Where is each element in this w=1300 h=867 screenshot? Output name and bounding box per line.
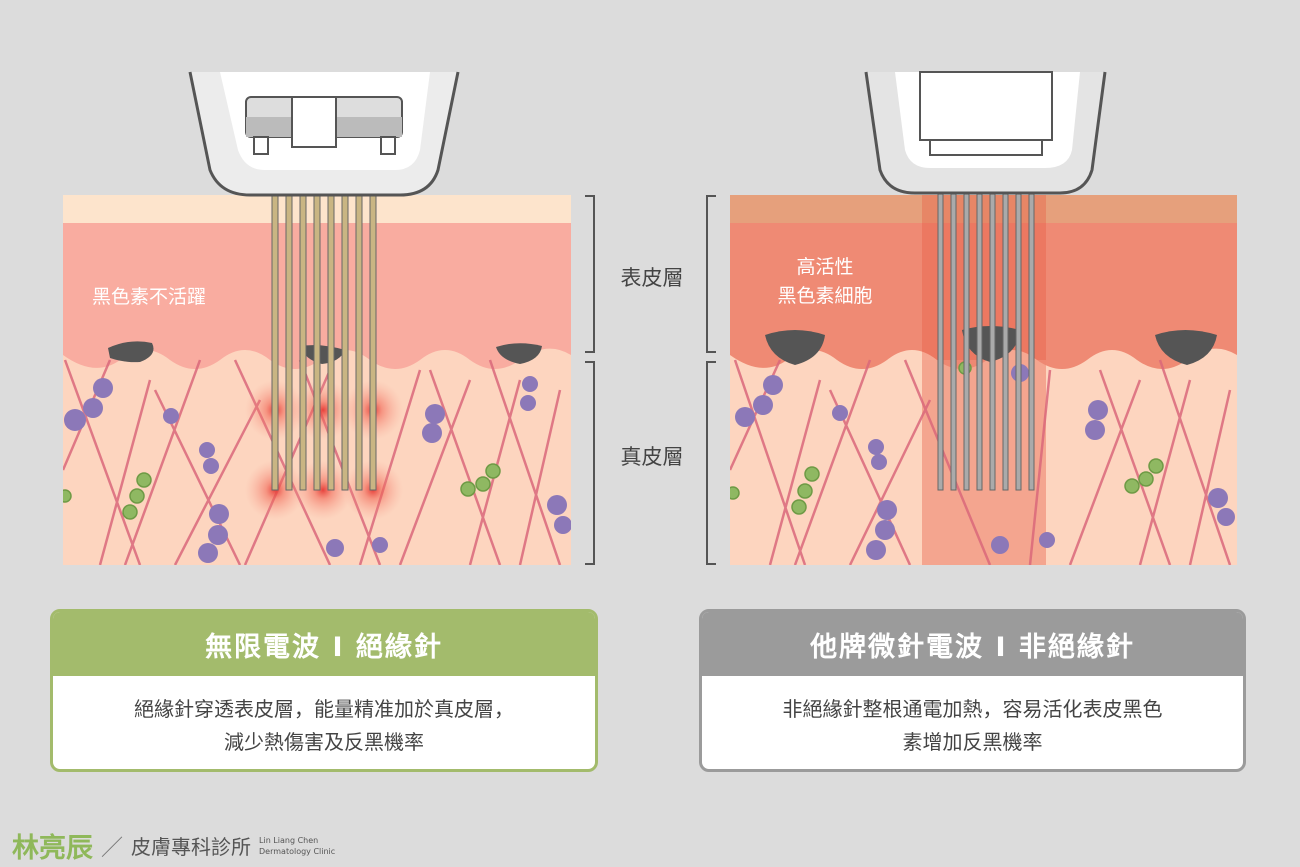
right-melanin-label-line1: 高活性 xyxy=(796,256,853,278)
clinic-logo: 林亮辰 ／ 皮膚專科診所 Lin Liang Chen Dermatology … xyxy=(12,826,335,865)
insulated-needle-title: 無限電波 I 絕緣針 xyxy=(53,612,595,676)
english-line1: Lin Liang Chen xyxy=(259,835,319,845)
left-melanin-label: 黑色素不活躍 xyxy=(92,286,206,308)
left-device-handpiece xyxy=(188,71,460,197)
doctor-name: 林亮辰 xyxy=(12,833,93,864)
insulated-needle-card: 無限電波 I 絕緣針 絕緣針穿透表皮層，能量精准加於真皮層， 減少熱傷害及反黑機… xyxy=(50,609,598,772)
english-line2: Dermatology Clinic xyxy=(259,846,336,856)
left-needles xyxy=(271,139,377,491)
clinic-name: 皮膚專科診所 xyxy=(131,835,252,859)
dermis-label: 真皮層 xyxy=(620,445,684,469)
right-device-handpiece xyxy=(864,71,1107,195)
logo-separator: ／ xyxy=(101,835,124,861)
clinic-english-name: Lin Liang Chen Dermatology Clinic xyxy=(259,835,335,857)
right-melanin-label-line2: 黑色素細胞 xyxy=(777,285,872,307)
non-insulated-needle-description: 非絕緣針整根通電加熱，容易活化表皮黑色 素增加反黑機率 xyxy=(782,696,1163,754)
insulated-needle-description: 絕緣針穿透表皮層，能量精准加於真皮層， 減少熱傷害及反黑機率 xyxy=(134,696,514,754)
green-cells xyxy=(63,463,501,520)
purple-cells xyxy=(64,376,571,563)
non-insulated-needle-title: 他牌微針電波 I 非絕緣針 xyxy=(702,612,1243,676)
epidermis-label: 表皮層 xyxy=(620,266,684,290)
layer-brackets xyxy=(585,195,716,565)
non-insulated-needle-card: 他牌微針電波 I 非絕緣針 非絕緣針整根通電加熱，容易活化表皮黑色 素增加反黑機… xyxy=(699,609,1246,772)
